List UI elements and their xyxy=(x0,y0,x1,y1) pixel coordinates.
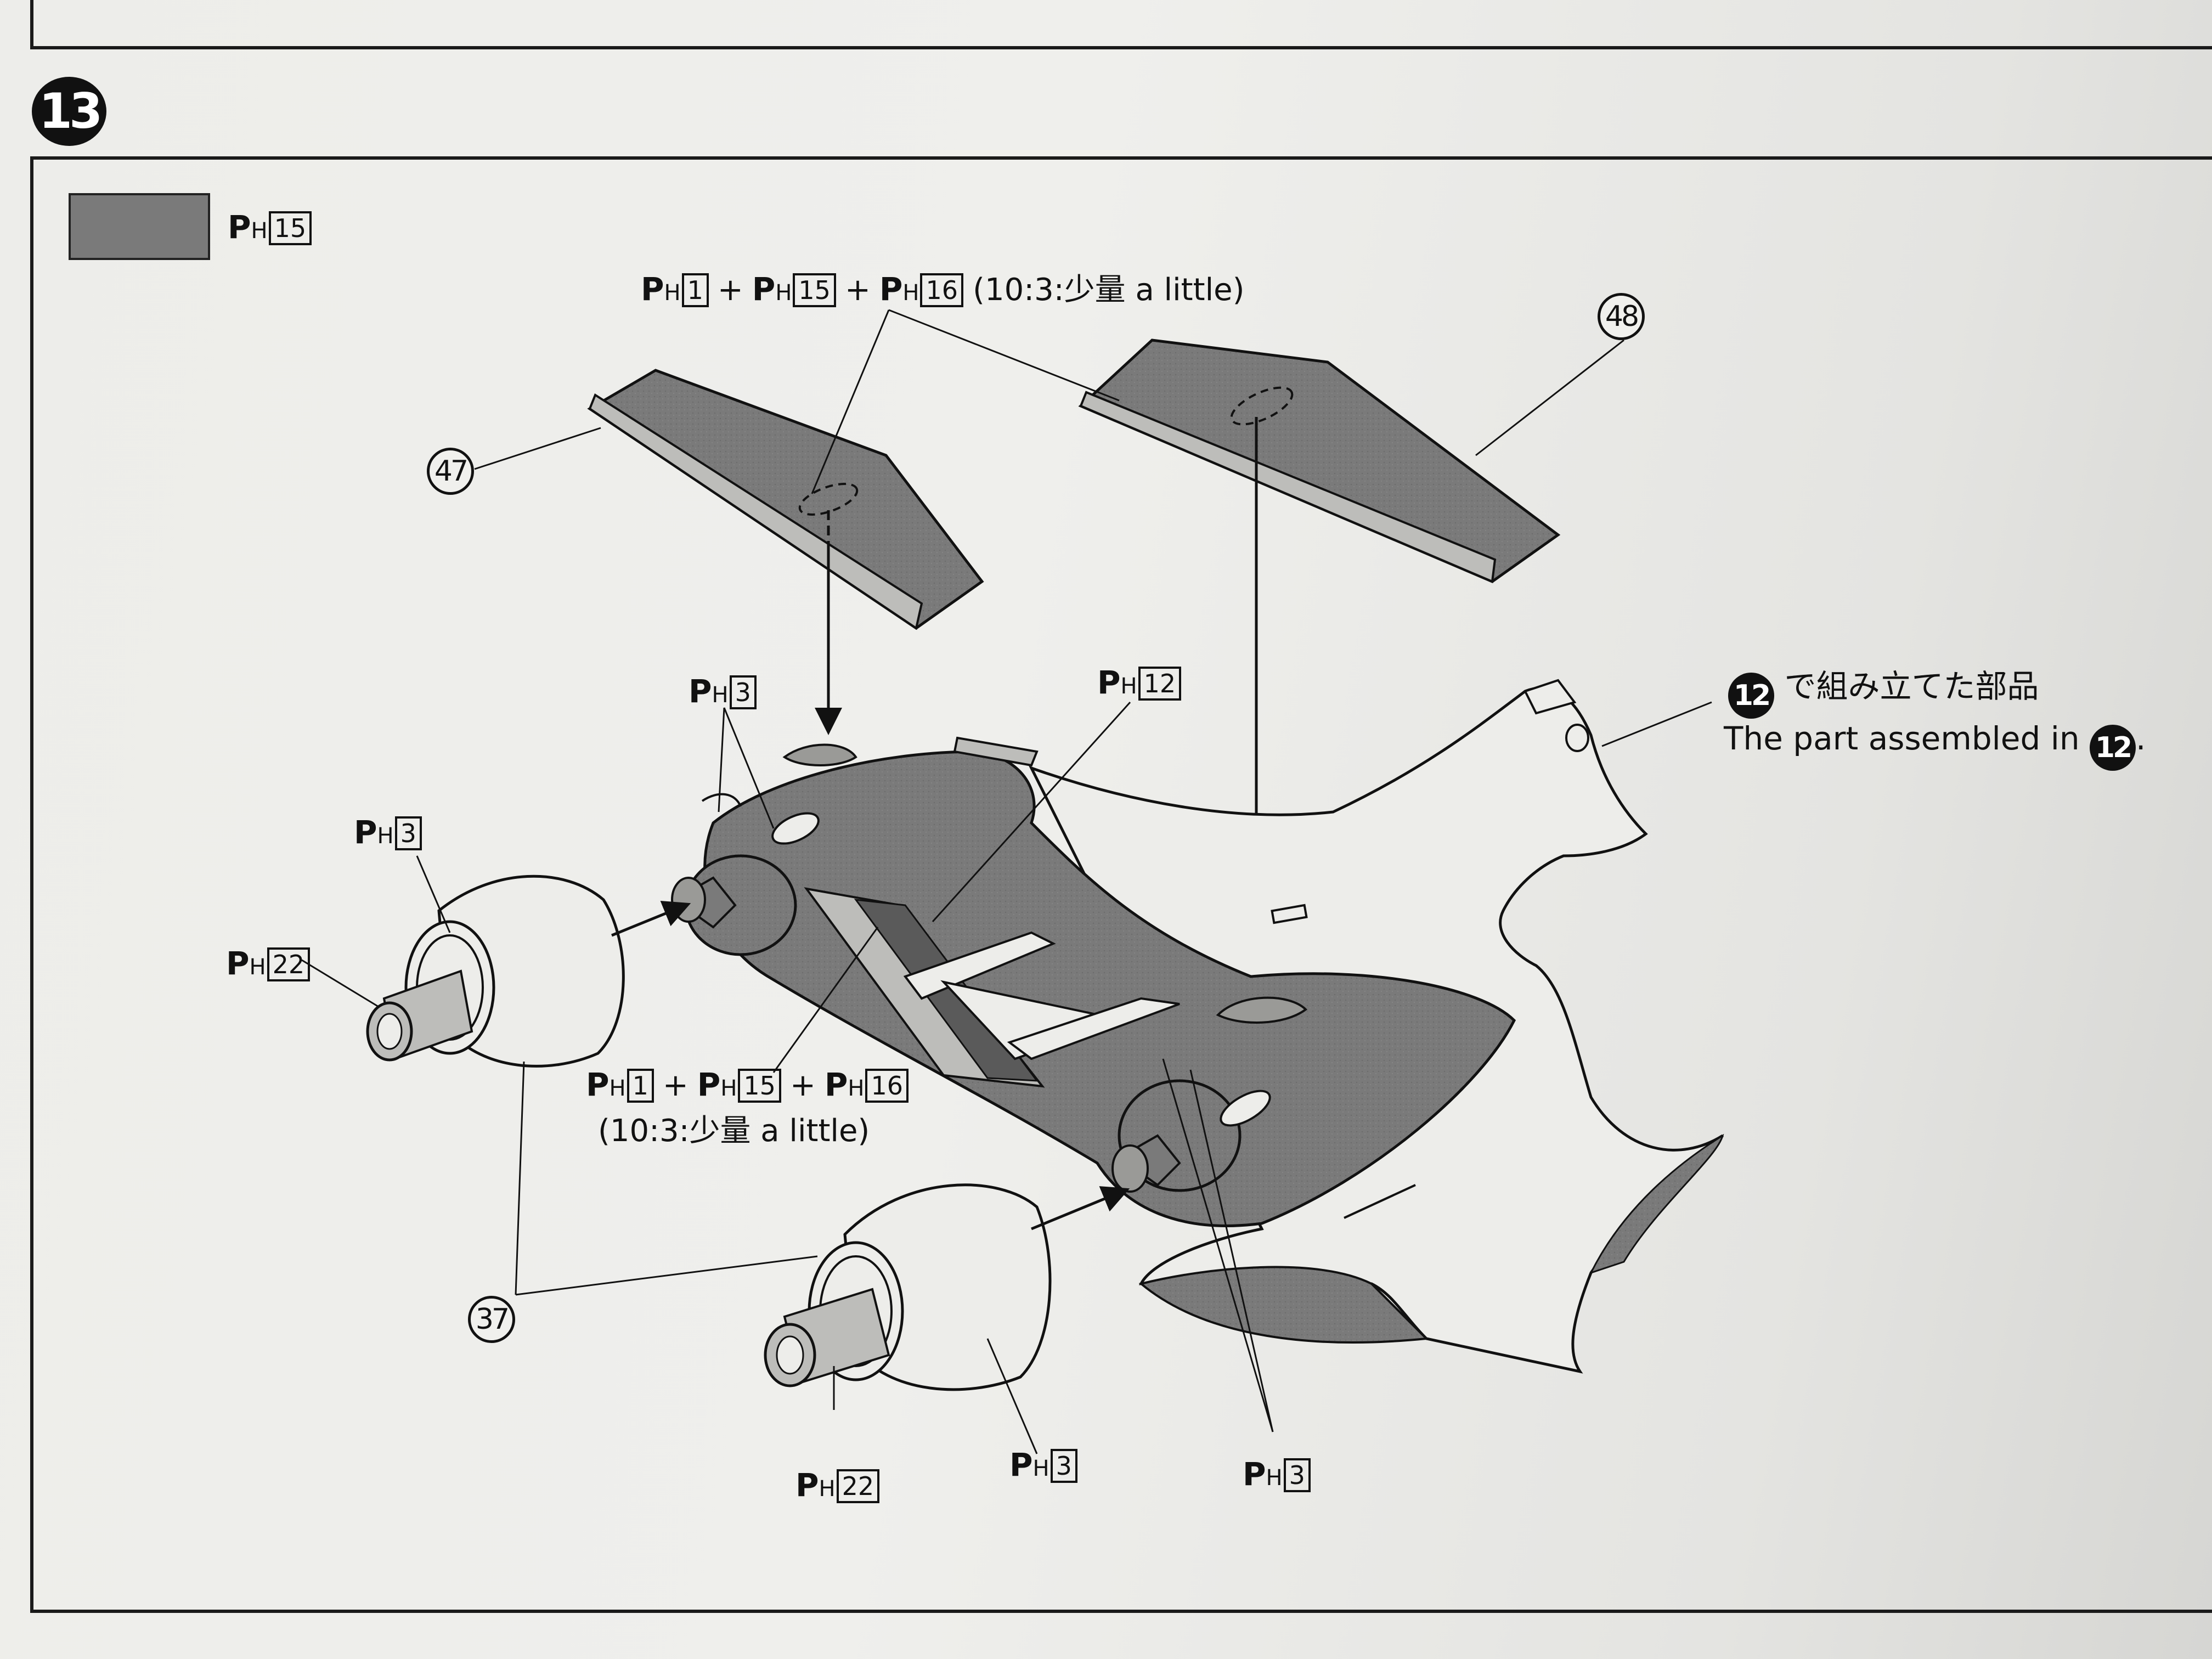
part-number-48: 48 xyxy=(1598,293,1645,340)
reference-note-jp: 12 で組み立てた部品 xyxy=(1728,667,2039,719)
part-number-37: 37 xyxy=(468,1296,515,1343)
step-number-badge: 13 xyxy=(32,77,106,146)
color-swatch xyxy=(69,193,210,260)
wing-part-48 xyxy=(1078,338,1561,583)
fuselage-assembly xyxy=(671,679,1724,1374)
reference-step-badge-en: 12 xyxy=(2090,725,2136,771)
left-margin-rule xyxy=(30,0,33,49)
leader-lines xyxy=(301,309,1712,1454)
paint-mix-bottom-ratio: (10:3:少量 a little) xyxy=(598,1113,870,1149)
part-number-47: 47 xyxy=(427,448,474,495)
nozzle-part-37-left xyxy=(366,874,625,1068)
step-frame xyxy=(30,156,2212,1613)
nozzle-part-37-right xyxy=(764,1183,1052,1391)
reference-note-en: The part assembled in 12. xyxy=(1724,719,2146,771)
reference-step-badge: 12 xyxy=(1728,673,1774,719)
wing-part-47 xyxy=(587,369,984,630)
top-rule xyxy=(30,46,2212,49)
